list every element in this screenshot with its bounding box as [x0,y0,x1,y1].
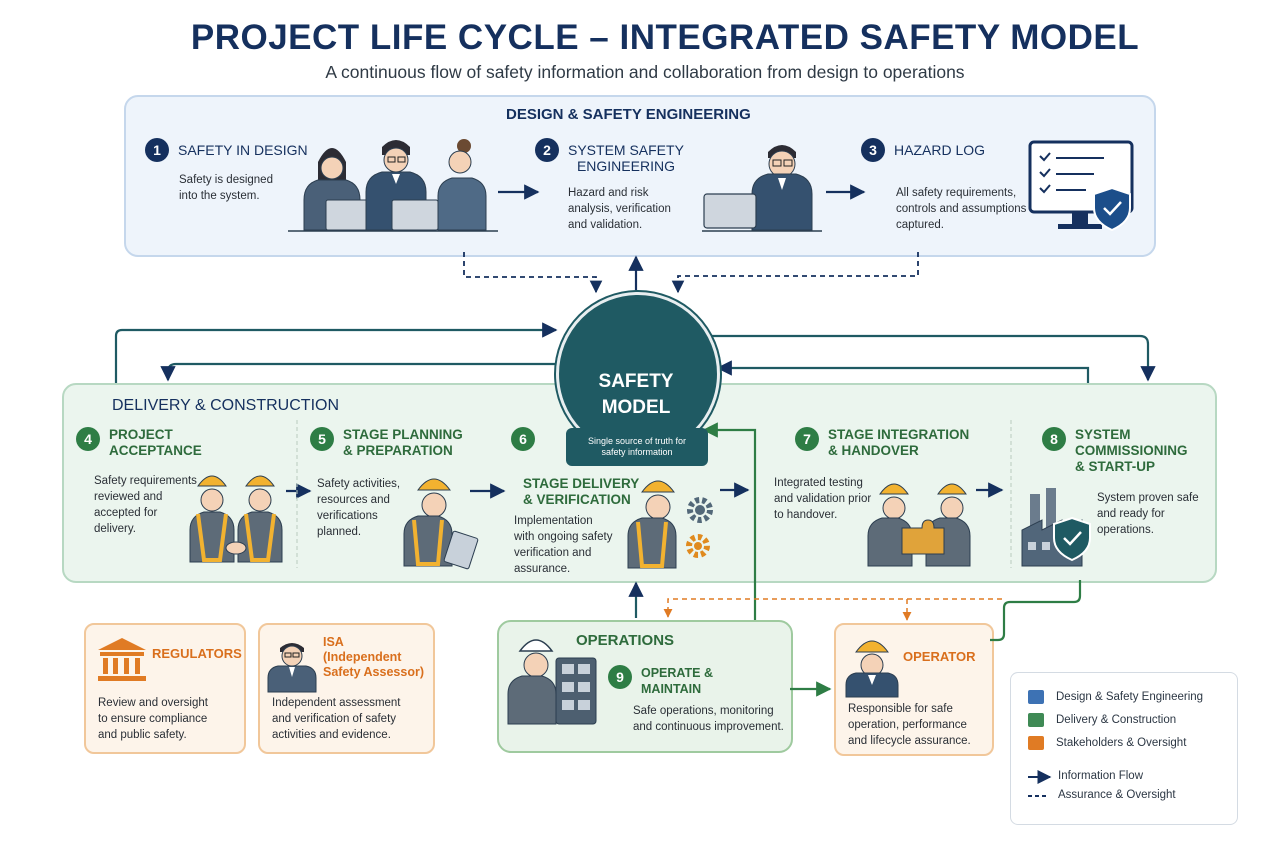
page-subtitle: A continuous flow of safety information … [325,62,965,82]
design-panel [124,95,1156,257]
loop-delivery-left-to-hub [114,322,558,383]
dashed-step1-to-hub [463,252,603,294]
legend-item-stakeholders: Stakeholders & Oversight [1028,736,1186,750]
step-label: PROJECT ACCEPTANCE [109,427,202,458]
operations-step-9: 9 OPERATE & MAINTAIN [608,665,713,697]
legend-swatch [1028,736,1044,750]
isa-description: Independent assessment and verification … [272,697,401,741]
legend-line-information-flow: Information Flow [1058,770,1143,782]
operator-title: OPERATOR [903,649,976,664]
step-description: Integrated testing and validation prior … [774,477,872,521]
step-description: All safety requirements, controls and as… [896,187,1027,231]
regulators-title: REGULATORS [152,646,242,661]
step-label: SYSTEM COMMISSIONING & START-UP [1075,427,1188,474]
step-description: Safety requirements reviewed and accepte… [94,475,197,535]
step-description: Safe operations, monitoring and continuo… [633,705,784,733]
loop-hub-to-delivery-right [712,334,1156,382]
step-label: STAGE DELIVERY & VERIFICATION [523,476,640,507]
operator-description: Responsible for safe operation, performa… [848,703,971,747]
step-label: HAZARD LOG [894,142,986,158]
step-number-badge: 9 [608,665,632,689]
step-number-badge: 4 [76,427,100,451]
legend [1010,672,1238,825]
legend-swatch [1028,690,1044,704]
dashed-orange-oversight [663,598,1002,618]
step-label: SAFETY IN DESIGN [178,142,308,158]
legend-item-design: Design & Safety Engineering [1028,690,1203,704]
step-description: Safety is designed into the system. [179,174,273,202]
delivery-step-5: 5 STAGE PLANNING & PREPARATION [310,427,463,459]
legend-item-delivery: Delivery & Construction [1028,713,1176,727]
loop-hub-to-delivery-left [160,362,560,382]
step-description: Hazard and risk analysis, verification a… [568,187,671,231]
step-label: STAGE INTEGRATION & HANDOVER [828,427,970,458]
delivery-step-7: 7 STAGE INTEGRATION & HANDOVER [795,427,969,459]
design-step-2: 2 SYSTEM SAFETY ENGINEERING [535,138,684,174]
isa-title: ISA (Independent Safety Assessor) [323,635,424,679]
step-description: Implementation with ongoing safety verif… [514,515,613,575]
step-number-badge: 3 [861,138,885,162]
step-number-badge: 8 [1042,427,1066,451]
delivery-step-8: 8 SYSTEM COMMISSIONING & START-UP [1042,427,1188,475]
hub-title: SAFETY MODEL [598,371,674,418]
dashed-step3-to-hub [671,252,919,294]
legend-label: Stakeholders & Oversight [1056,737,1187,749]
legend-line-assurance: Assurance & Oversight [1058,789,1176,801]
hub-subtitle: Single source of truth for safety inform… [587,436,687,457]
legend-label: Delivery & Construction [1056,714,1177,726]
design-step-1: 1 SAFETY IN DESIGN [145,138,308,162]
legend-swatch [1028,713,1044,727]
legend-label: Assurance & Oversight [1058,789,1176,801]
step-label: STAGE PLANNING & PREPARATION [343,427,463,458]
design-section-title: DESIGN & SAFETY ENGINEERING [506,106,751,123]
step-description: Safety activities, resources and verific… [317,478,401,538]
page-title: PROJECT LIFE CYCLE – INTEGRATED SAFETY M… [190,18,1140,57]
step-number-badge: 6 [511,427,535,451]
hub-caption-box [566,428,708,466]
step-number-badge: 2 [535,138,559,162]
green-step8-to-operator [990,580,1082,642]
step-label: SYSTEM SAFETY ENGINEERING [568,142,684,174]
delivery-step-4: 4 PROJECT ACCEPTANCE [76,427,202,459]
delivery-step-6-badge: 6 [511,427,535,451]
step-number-badge: 7 [795,427,819,451]
step-number-badge: 1 [145,138,169,162]
step-label: OPERATE & MAINTAIN [641,666,713,696]
design-step-3: 3 HAZARD LOG [861,138,985,162]
legend-label: Information Flow [1058,770,1144,782]
regulators-description: Review and oversight to ensure complianc… [98,697,208,741]
loop-delivery-right-to-hub [716,360,1090,383]
delivery-section-title: DELIVERY & CONSTRUCTION [112,397,340,414]
operations-section-title: OPERATIONS [576,632,675,649]
legend-label: Design & Safety Engineering [1056,691,1204,703]
step-description: System proven safe and ready for operati… [1097,492,1199,536]
step-number-badge: 5 [310,427,334,451]
